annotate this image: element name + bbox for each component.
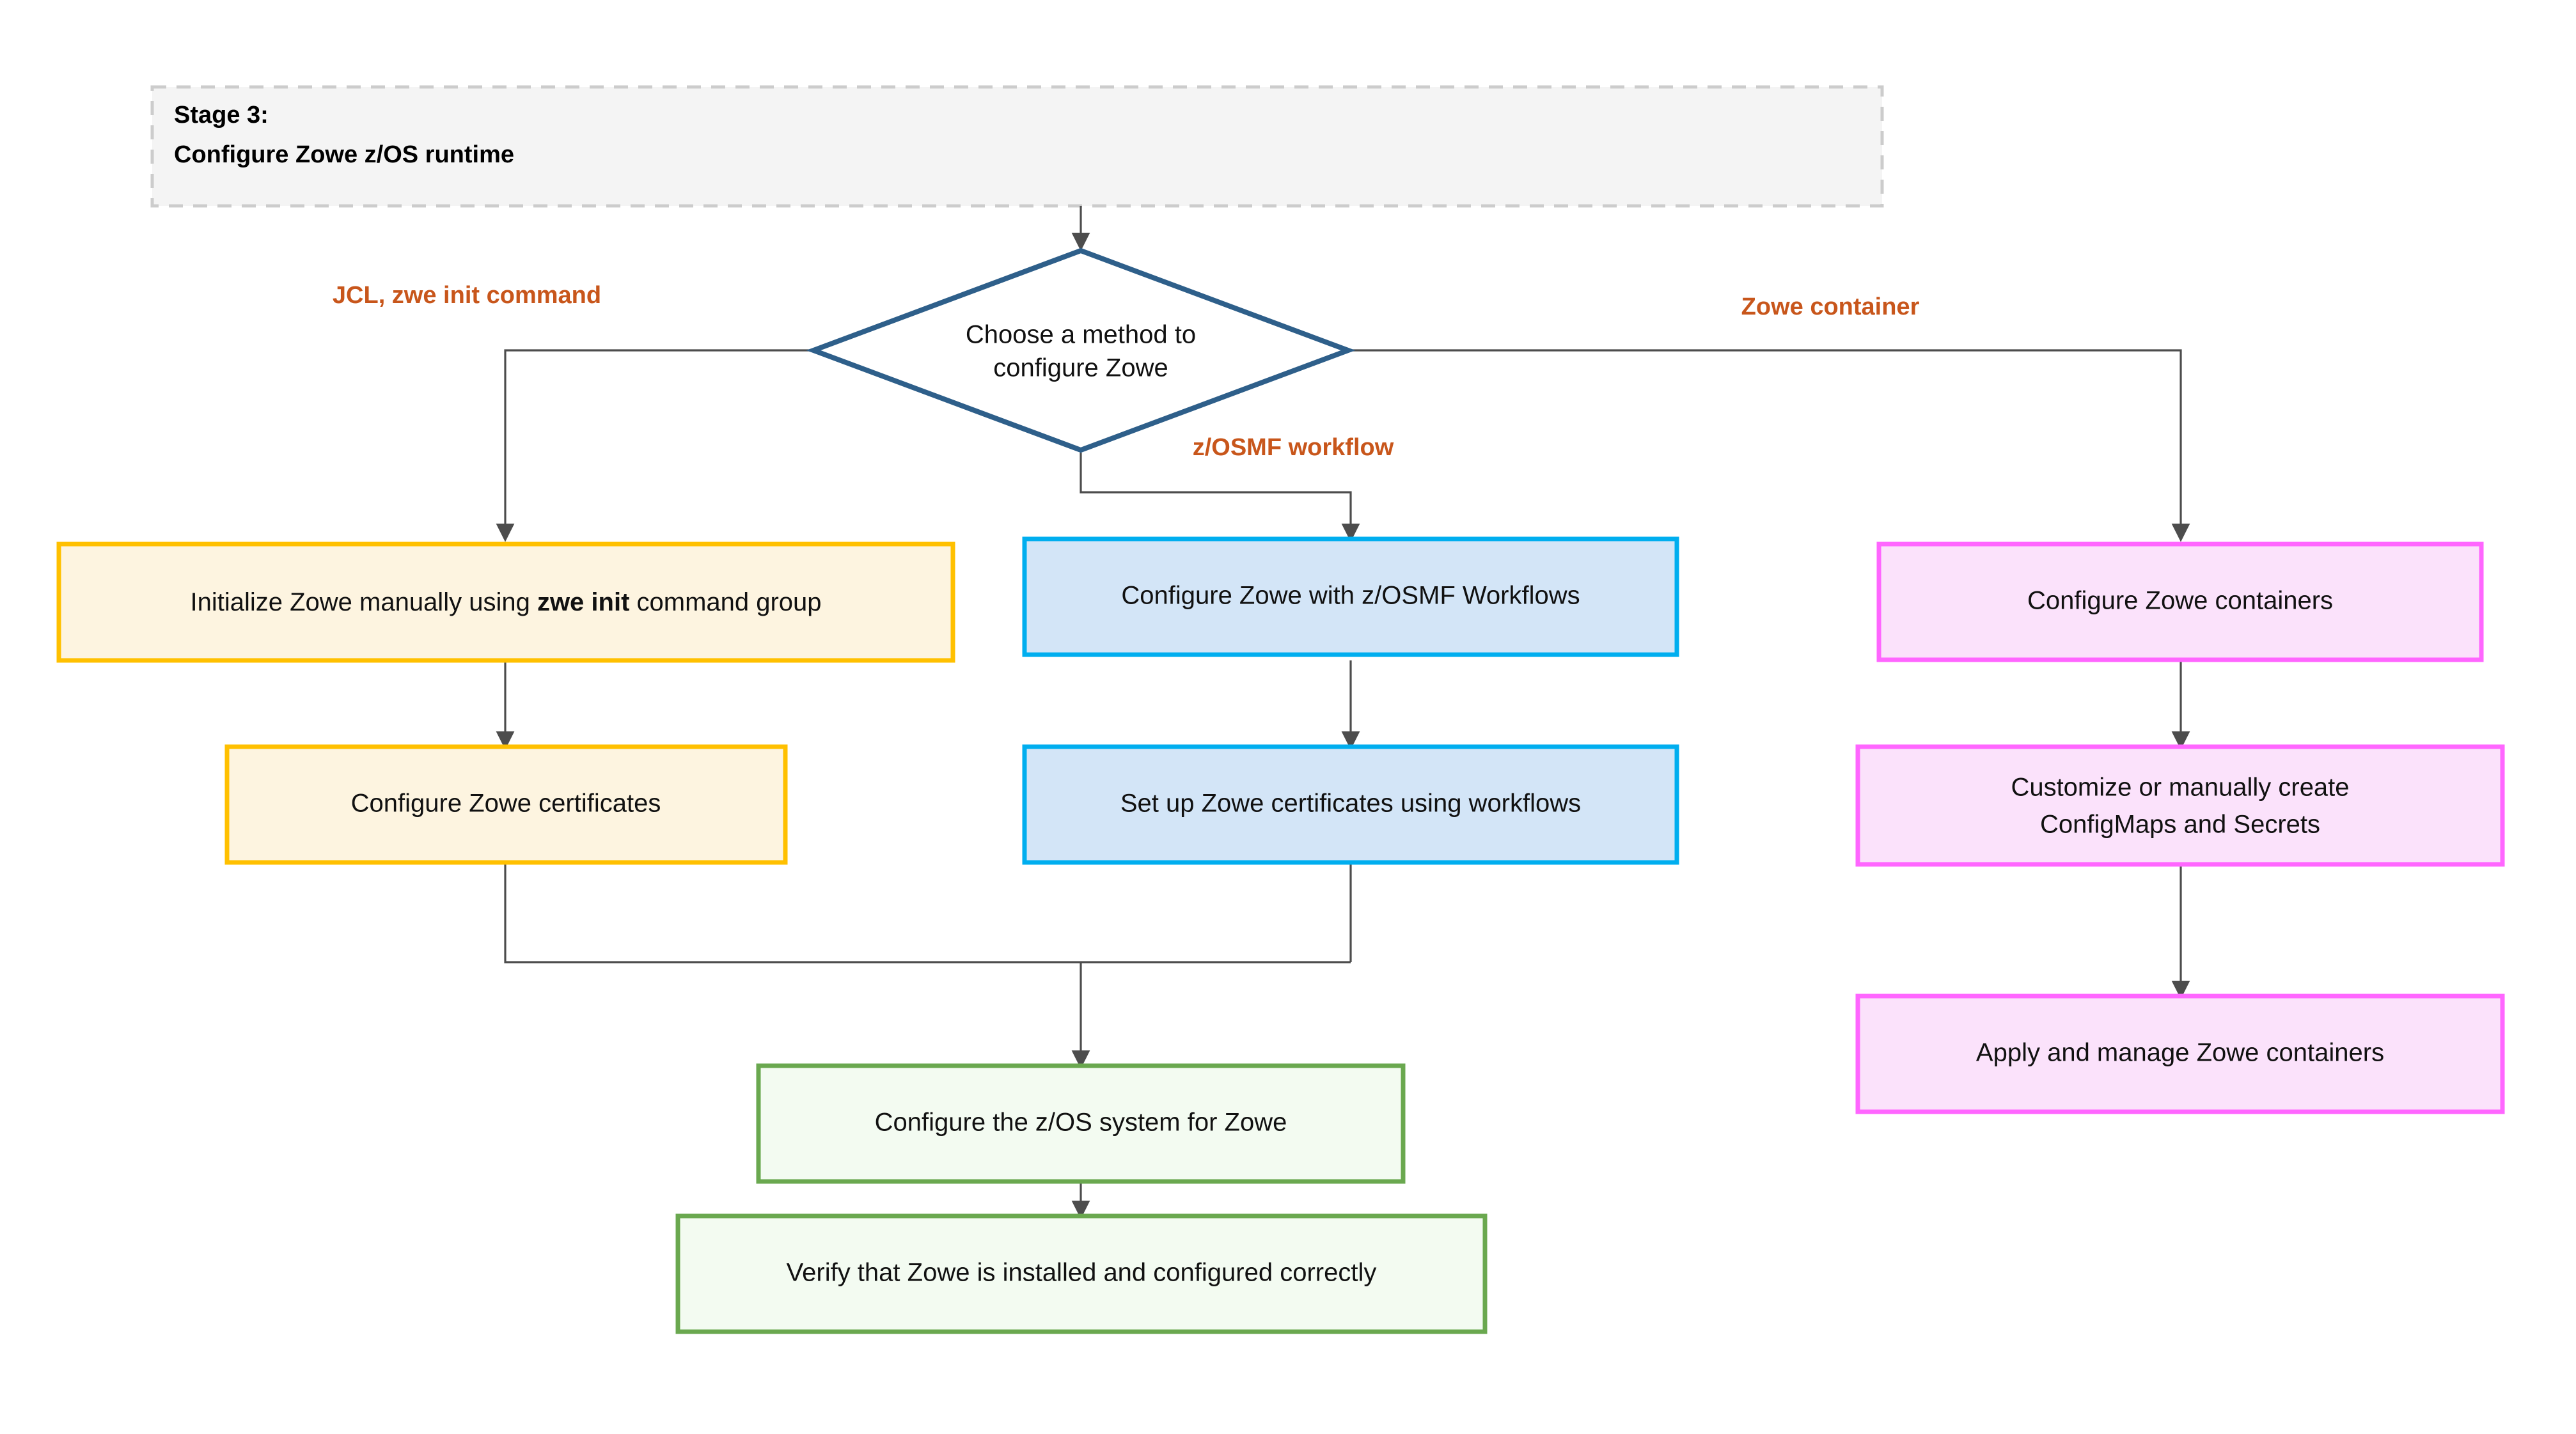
connector-jcl-certs-merge — [504, 862, 1351, 963]
stage-container — [150, 85, 1884, 208]
node-jcl-init[interactable] — [56, 542, 955, 663]
node-container-apply-label: Apply and manage Zowe containers — [1976, 1039, 2384, 1067]
decision-diamond — [806, 247, 1356, 453]
node-wf-configure[interactable] — [1022, 536, 1679, 657]
decision-label-line2: configure Zowe — [993, 354, 1168, 382]
node-container-configmaps-label-line2: ConfigMaps and Secrets — [2040, 811, 2320, 839]
node-jcl-init-text-bold: zwe init — [537, 588, 629, 616]
node-container-configure[interactable] — [1876, 542, 2484, 662]
decision-label-line1: Choose a method to — [966, 321, 1196, 349]
node-wf-certs-label: Set up Zowe certificates using workflows — [1120, 790, 1581, 818]
node-jcl-init-text-pre: Initialize Zowe manually using — [190, 588, 537, 616]
node-verify[interactable] — [675, 1213, 1488, 1334]
node-container-configure-label: Configure Zowe containers — [2027, 587, 2333, 615]
node-jcl-init-text-post: command group — [629, 588, 821, 616]
stage-title-line2: Configure Zowe z/OS runtime — [174, 141, 514, 168]
node-wf-configure-label: Configure Zowe with z/OSMF Workflows — [1121, 582, 1580, 610]
node-container-configmaps[interactable] — [1855, 744, 2505, 867]
node-jcl-certs-label: Configure Zowe certificates — [351, 790, 661, 818]
connector-decision-to-workflow — [1080, 453, 1360, 542]
node-container-apply[interactable] — [1855, 994, 2505, 1114]
node-jcl-init-label: Initialize Zowe manually using zwe init … — [190, 588, 821, 616]
node-wf-certs[interactable] — [1022, 744, 1679, 865]
node-container-configmaps-label-line1: Customize or manually create — [2011, 774, 2349, 802]
connector-decision-to-container — [1348, 349, 2190, 542]
node-jcl-certs[interactable] — [224, 744, 788, 865]
node-verify-label: Verify that Zowe is installed and config… — [787, 1259, 1377, 1287]
edge-label-workflow: z/OSMF workflow — [1193, 434, 1394, 461]
node-zos-system-label: Configure the z/OS system for Zowe — [875, 1109, 1287, 1137]
stage-title-line1: Stage 3: — [174, 102, 269, 129]
node-zos-system[interactable] — [756, 1063, 1406, 1184]
edge-label-container: Zowe container — [1741, 293, 1920, 320]
edge-label-jcl: JCL, zwe init command — [333, 282, 601, 309]
connector-decision-to-jcl — [496, 349, 813, 542]
